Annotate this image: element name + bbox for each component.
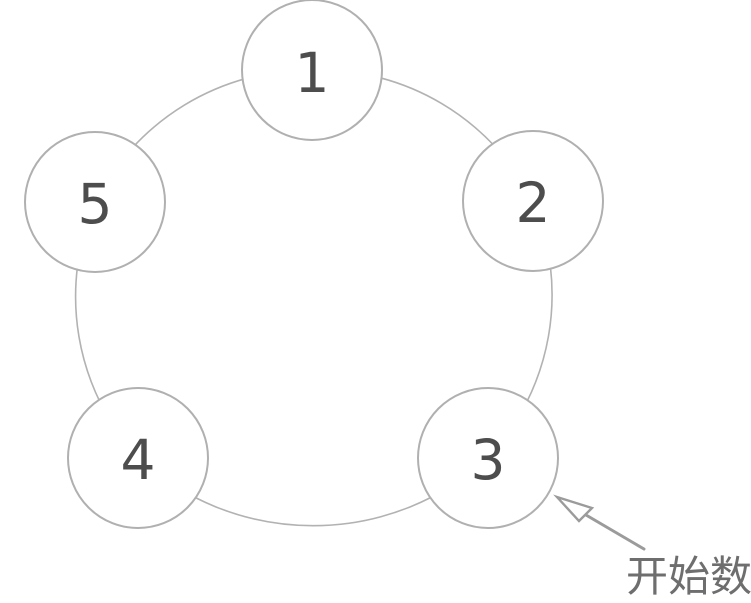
node-5-label: 5 (78, 172, 113, 236)
node-4-circle (67, 387, 209, 529)
node-5: 5 (24, 131, 166, 273)
start-pointer-arrow-icon (553, 494, 646, 551)
arrow-shaft (584, 513, 646, 551)
node-4: 4 (67, 387, 209, 529)
arrow-head (553, 494, 595, 523)
annotation-label: 开始数 (626, 552, 751, 601)
node-5-circle (24, 131, 166, 273)
node-4-label: 4 (121, 428, 156, 492)
node-3-label: 3 (471, 428, 506, 492)
node-2-circle (462, 130, 604, 272)
node-1-label: 1 (295, 41, 330, 105)
node-3: 3 (417, 387, 559, 529)
node-1-circle (241, 0, 383, 141)
node-2-label: 2 (516, 171, 551, 235)
node-2: 2 (462, 130, 604, 272)
node-1: 1 (241, 0, 383, 141)
node-3-circle (417, 387, 559, 529)
